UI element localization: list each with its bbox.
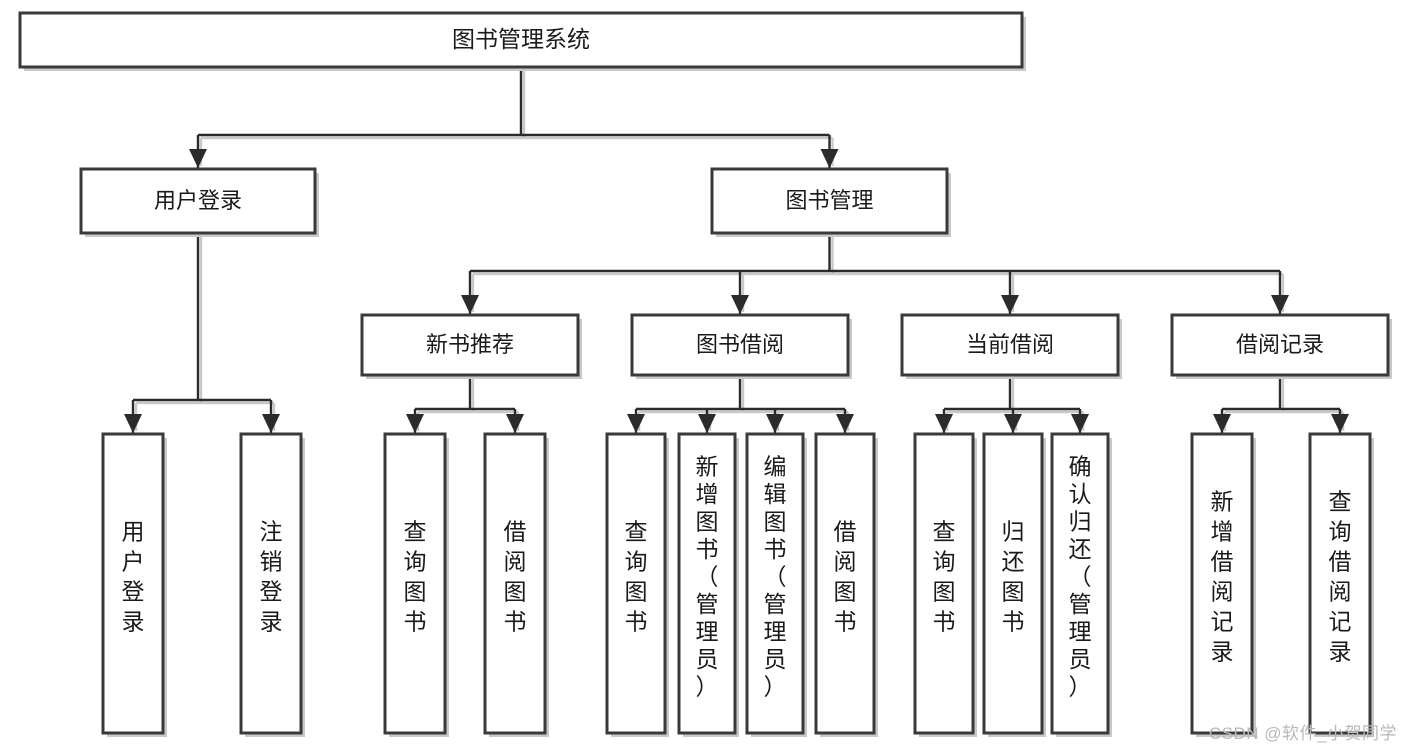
node-book-manage[interactable]: 图书管理 bbox=[710, 167, 951, 237]
node-rect[interactable] bbox=[1308, 432, 1372, 735]
node-label: 查询借阅记录 bbox=[1329, 489, 1352, 665]
node-label: 借阅记录 bbox=[1236, 332, 1324, 357]
node-label: 新增借阅记录 bbox=[1211, 489, 1234, 665]
arrow-head-icon bbox=[1004, 414, 1022, 433]
node-rect[interactable] bbox=[101, 432, 165, 735]
node-label: 借阅图书 bbox=[834, 519, 857, 635]
node-label: 确认归还（管理员） bbox=[1069, 454, 1092, 700]
node-leaf-borrow-book-2[interactable]: 借阅图书 bbox=[814, 432, 878, 737]
node-leaf-add-book-admin[interactable]: 新增图书（管理员） bbox=[677, 432, 739, 737]
node-label: 注销登录 bbox=[260, 519, 283, 635]
node-label: 查询图书 bbox=[625, 519, 648, 635]
node-rect[interactable] bbox=[814, 432, 876, 735]
arrow-head-icon bbox=[461, 295, 479, 314]
node-leaf-confirm-return-admin[interactable]: 确认归还（管理员） bbox=[1050, 432, 1112, 737]
node-leaf-return-book[interactable]: 归还图书 bbox=[982, 432, 1046, 737]
arrow-head-icon bbox=[1071, 414, 1089, 433]
node-leaf-query-borrow-record[interactable]: 查询借阅记录 bbox=[1308, 432, 1374, 737]
node-label: 新增图书（管理员） bbox=[696, 454, 719, 700]
node-rect[interactable] bbox=[1190, 432, 1254, 735]
node-label: 新书推荐 bbox=[426, 332, 514, 357]
arrow-head-icon bbox=[189, 149, 207, 168]
node-rect[interactable] bbox=[18, 11, 1024, 69]
node-label: 用户登录 bbox=[154, 188, 242, 213]
arrow-head-icon bbox=[406, 414, 424, 433]
arrow-head-icon bbox=[731, 295, 749, 314]
node-label: 用户登录 bbox=[122, 519, 145, 635]
node-label: 图书管理 bbox=[785, 188, 873, 213]
node-leaf-query-book-1[interactable]: 查询图书 bbox=[383, 432, 449, 737]
node-rect[interactable] bbox=[982, 432, 1044, 735]
node-label: 图书借阅 bbox=[696, 332, 784, 357]
nodes-layer: 图书管理系统用户登录用户登录注销登录图书管理新书推荐查询图书借阅图书图书借阅查询… bbox=[18, 11, 1392, 737]
node-label: 当前借阅 bbox=[966, 332, 1054, 357]
arrow-head-icon bbox=[1271, 295, 1289, 314]
node-rect[interactable] bbox=[360, 313, 580, 377]
node-rect[interactable] bbox=[630, 313, 850, 377]
arrow-head-icon bbox=[1331, 414, 1349, 433]
node-user-login[interactable]: 用户登录 bbox=[79, 167, 319, 237]
arrow-head-icon bbox=[124, 414, 142, 433]
arrow-head-icon bbox=[766, 414, 784, 433]
node-rect[interactable] bbox=[483, 432, 547, 735]
node-leaf-user-login[interactable]: 用户登录 bbox=[101, 432, 167, 737]
node-leaf-add-borrow-record[interactable]: 新增借阅记录 bbox=[1190, 432, 1256, 737]
arrow-head-icon bbox=[1001, 295, 1019, 314]
arrow-head-icon bbox=[836, 414, 854, 433]
arrow-head-icon bbox=[935, 414, 953, 433]
node-leaf-borrow-book-1[interactable]: 借阅图书 bbox=[483, 432, 549, 737]
node-rect[interactable] bbox=[900, 313, 1120, 377]
node-rect[interactable] bbox=[677, 432, 737, 735]
node-root[interactable]: 图书管理系统 bbox=[18, 11, 1026, 71]
node-label: 图书管理系统 bbox=[452, 26, 590, 52]
node-label: 归还图书 bbox=[1002, 519, 1025, 635]
node-rect[interactable] bbox=[710, 167, 949, 235]
node-book-borrow[interactable]: 图书借阅 bbox=[630, 313, 852, 379]
node-label: 编辑图书（管理员） bbox=[764, 454, 787, 700]
connectors-layer bbox=[124, 67, 1349, 433]
node-label: 查询图书 bbox=[404, 519, 427, 635]
node-rect[interactable] bbox=[745, 432, 805, 735]
arrow-head-icon bbox=[262, 414, 280, 433]
node-label: 借阅图书 bbox=[504, 519, 527, 635]
node-borrow-record[interactable]: 借阅记录 bbox=[1170, 313, 1392, 379]
arrow-head-icon bbox=[698, 414, 716, 433]
arrow-head-icon bbox=[1213, 414, 1231, 433]
node-rect[interactable] bbox=[79, 167, 317, 235]
node-current-borrow[interactable]: 当前借阅 bbox=[900, 313, 1122, 379]
node-rect[interactable] bbox=[605, 432, 667, 735]
node-leaf-query-book-3[interactable]: 查询图书 bbox=[913, 432, 977, 737]
node-rect[interactable] bbox=[1170, 313, 1390, 377]
node-leaf-query-book-2[interactable]: 查询图书 bbox=[605, 432, 669, 737]
node-label: 查询图书 bbox=[933, 519, 956, 635]
node-rect[interactable] bbox=[383, 432, 447, 735]
node-new-book-recommend[interactable]: 新书推荐 bbox=[360, 313, 582, 379]
arrow-head-icon bbox=[506, 414, 524, 433]
arrow-head-icon bbox=[627, 414, 645, 433]
node-rect[interactable] bbox=[1050, 432, 1110, 735]
node-leaf-edit-book-admin[interactable]: 编辑图书（管理员） bbox=[745, 432, 807, 737]
node-rect[interactable] bbox=[239, 432, 303, 735]
node-leaf-user-logout[interactable]: 注销登录 bbox=[239, 432, 305, 737]
arrow-head-icon bbox=[820, 149, 839, 168]
node-rect[interactable] bbox=[913, 432, 975, 735]
